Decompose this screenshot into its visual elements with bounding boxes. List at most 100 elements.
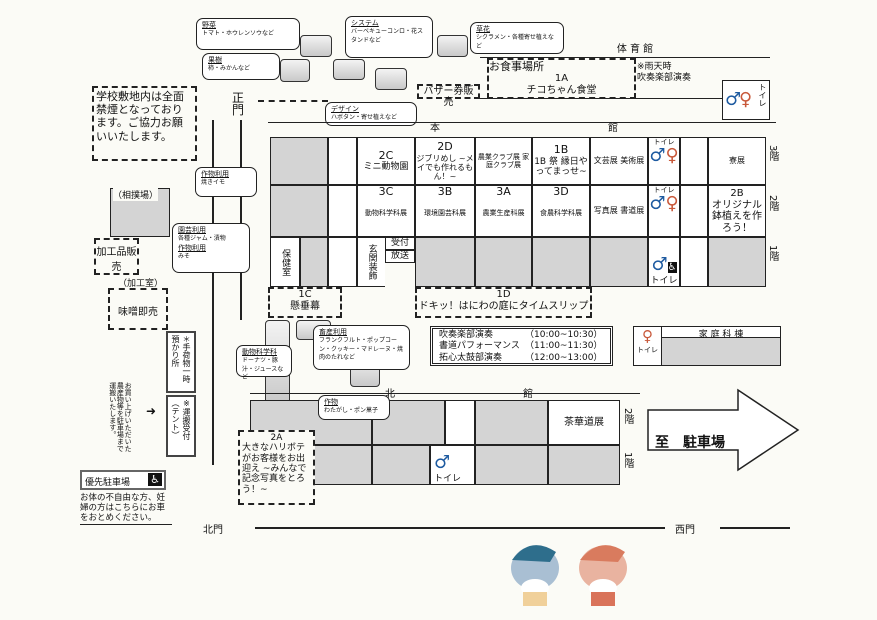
room xyxy=(475,445,548,485)
room xyxy=(590,237,648,287)
north-building-label: 館 xyxy=(523,389,533,400)
room xyxy=(270,137,328,185)
processing-room-label: （加工室） xyxy=(118,279,164,289)
luggage-storage: ＊手荷物一時預かり所 xyxy=(166,331,196,393)
wheelchair-icon: ♿ xyxy=(148,473,162,486)
transport-reception: ※運搬受付（テント） xyxy=(166,395,196,457)
stairs xyxy=(445,400,475,445)
processed-goods-sales: 加工品販売 xyxy=(94,238,139,275)
performance-schedule: 吹奏楽部演奏（10:00~10:30） 書道パフォーマンス（11:00~11:3… xyxy=(430,326,613,366)
reception: 受付 xyxy=(385,237,415,250)
north-gate-label: 北門 xyxy=(203,525,223,536)
arrow-right-icon: ➜ xyxy=(146,404,157,418)
toilet-1f: ♂♿トイレ xyxy=(648,237,680,287)
mascot-icon xyxy=(511,545,627,606)
floor-label: 2階 xyxy=(767,195,778,212)
gym-toilet: ♂♀ トイレ xyxy=(722,80,770,120)
floor-label: 2階 xyxy=(622,408,633,425)
parking-direction: 至 駐車場 xyxy=(655,435,725,451)
schedule-row: 吹奏楽部演奏（10:00~10:30） xyxy=(439,330,603,340)
stairs xyxy=(680,185,708,237)
room xyxy=(548,445,620,485)
room-dorm: 寮展 xyxy=(708,137,766,185)
floor-label: 1階 xyxy=(767,245,778,262)
road-line xyxy=(720,527,790,529)
rain-note: ※雨天時吹奏楽部演奏 xyxy=(637,62,692,83)
road-line xyxy=(212,120,214,465)
toilet-2f: トイレ♂♀ xyxy=(648,185,680,237)
gym-outline xyxy=(480,57,770,58)
stairs xyxy=(328,237,357,287)
booth xyxy=(300,35,332,57)
home-ec-toilet: ♀トイレ xyxy=(634,327,662,365)
priority-parking-note: お体の不自由な方、妊婦の方はこちらにお車をおとめください。 xyxy=(80,493,172,525)
callout-flowers: 草花シクラメン・各種寄せ植えなど xyxy=(470,22,564,54)
priority-parking: 優先駐車場♿ xyxy=(80,470,166,490)
room xyxy=(532,237,590,287)
room xyxy=(372,445,430,485)
home-ec-building: ♀トイレ 家 庭 科 棟 xyxy=(633,326,781,366)
booth xyxy=(333,59,365,80)
stairs xyxy=(680,137,708,185)
schedule-row: 拓心太鼓部演奏（12:00~13:00） xyxy=(439,352,603,363)
gym-label: 体 育 館 xyxy=(616,44,654,55)
main-building-label: 本 xyxy=(430,123,440,134)
north-building-label: 北 xyxy=(385,389,395,400)
main-building-roof xyxy=(268,122,776,137)
room xyxy=(300,237,328,287)
callout-livestock: 畜産利用フランクフルト・ポップコーン・クッキー・マドレーヌ・焼肉のたれなど xyxy=(313,325,410,370)
road-line xyxy=(240,120,242,320)
bazaar-ticket-area: バザー券販売 xyxy=(417,84,480,108)
callout-crops-2: 作物わたがし・ポン菓子 xyxy=(318,395,390,420)
wheelchair-icon: ♿ xyxy=(667,261,677,273)
booth xyxy=(280,59,310,82)
stairs xyxy=(328,185,357,237)
health-room: 保健室 xyxy=(270,237,300,287)
booth xyxy=(437,35,468,57)
floor-label: 3階 xyxy=(767,145,778,162)
parking-arrow-icon xyxy=(647,388,800,472)
callout-horticulture: 園芸利用各種ジャム・漬物作物利用みそ xyxy=(172,223,250,273)
room xyxy=(475,237,532,287)
room xyxy=(708,237,766,287)
west-gate-label: 西門 xyxy=(675,525,695,536)
road-line xyxy=(255,527,665,529)
callout-fruit: 果樹柿・みかんなど xyxy=(202,53,280,80)
entrance-decoration: 玄関装飾 xyxy=(357,237,385,287)
toilet-3f: トイレ♂♀ xyxy=(648,137,680,185)
callout-vegetables: 野菜トマト・ホウレンソウなど xyxy=(196,18,300,50)
room xyxy=(475,400,548,445)
callout-system: システムバーベキューコンロ・花スタンドなど xyxy=(345,16,433,58)
transport-note: お買い上げいただいた農産物等を駐車場まで運搬いたします。 xyxy=(108,382,133,452)
room xyxy=(270,185,328,237)
tea-flower-exhibit: 茶華道展 xyxy=(548,400,620,445)
main-gate-label: 正門 xyxy=(231,91,244,117)
room-club: 農業クラブ展 家庭クラブ展 xyxy=(475,137,532,185)
miso-sales: 味噌即売 xyxy=(108,288,168,330)
woman-icon: ♀ xyxy=(739,89,753,110)
stairs xyxy=(328,137,357,185)
floor-label: 1階 xyxy=(622,452,633,469)
main-building-label: 館 xyxy=(608,123,618,134)
stairs xyxy=(680,237,708,287)
north-roof xyxy=(250,393,640,394)
booth xyxy=(375,68,407,90)
callout-crops: 作物利用焼きイモ xyxy=(195,167,257,197)
path-line xyxy=(258,100,328,102)
room-art: 文芸展 美術展 xyxy=(590,137,648,185)
man-icon: ♂ xyxy=(725,89,742,110)
schedule-row: 書道パフォーマンス（11:00~11:30） xyxy=(439,341,603,352)
callout-animal-science: 動物科学科ドーナツ・豚汁・ジュースなど xyxy=(236,345,292,381)
north-toilet: ♂トイレ xyxy=(430,445,475,485)
sumo-label: （相撲場） xyxy=(113,188,159,201)
